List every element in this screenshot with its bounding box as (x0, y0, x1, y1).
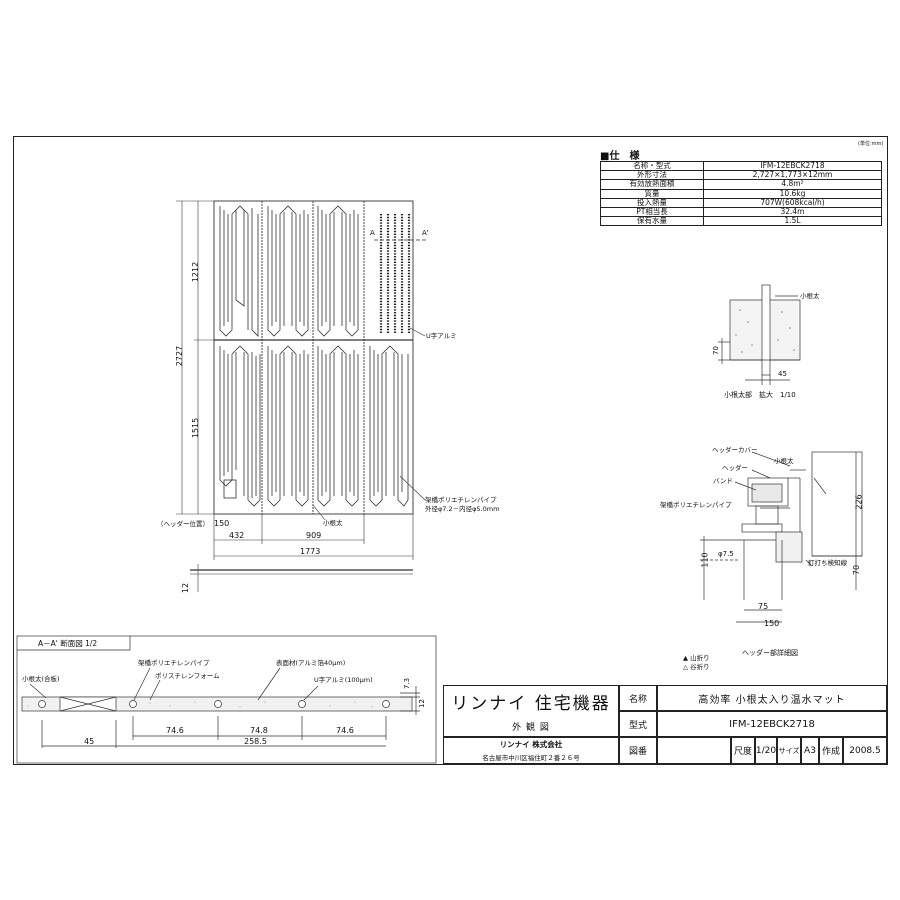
name-label: 名称 (619, 685, 657, 711)
scale-label: 尺度 (731, 737, 755, 764)
section-foam-label: ポリスチレンフォーム (155, 672, 220, 680)
pipe-label: 架橋ポリエチレンパイプ (425, 496, 497, 504)
section-dim-74-6-a: 74.6 (166, 726, 184, 735)
section-dim-45: 45 (84, 737, 95, 746)
section-pipe-label: 架橋ポリエチレンパイプ (138, 659, 210, 667)
brand-name: リンナイ 住宅機器 (451, 694, 611, 714)
section-surface-label: 表面材(アルミ箔40μm) (276, 659, 346, 667)
konedai-detail-caption: 小根太部 拡大 1/10 (724, 391, 796, 399)
concrete-dots (735, 309, 795, 353)
model-value: IFM-12EBCK2718 (657, 711, 887, 737)
pipe-diameter-label: 外径φ7.2－内径φ5.0mm (425, 505, 500, 513)
phi-label: φ7.5 (718, 550, 734, 558)
title-block: リンナイ 住宅機器 外 観 図 リンナイ 株式会社 名古屋市中川区福住町２番２６… (443, 685, 887, 764)
brand-cell: リンナイ 住宅機器 外 観 図 (443, 685, 619, 737)
section-a2-label: A' (422, 229, 429, 237)
drawing-no-value (657, 737, 731, 764)
header-box (223, 479, 237, 499)
scale-value: 1/20 (755, 737, 777, 764)
nail-sensor-label: 釘打ち検知線 (808, 559, 847, 567)
plan-dimensions (176, 200, 426, 592)
section-a-label: A (370, 229, 375, 237)
section-dim-74-6-b: 74.6 (336, 726, 354, 735)
header-konedai-label: 小根太 (774, 457, 794, 465)
mat-outline (213, 200, 414, 515)
size-value: A3 (801, 737, 819, 764)
name-value: 高効率 小根太入り温水マット (657, 685, 887, 711)
date-value: 2008.5 (843, 737, 887, 764)
drawing-kind: 外 観 図 (512, 723, 550, 733)
fold-valley-legend: △ 谷折り (683, 663, 710, 671)
band-label: バンド (713, 477, 733, 485)
header-label: ヘッダー (722, 464, 748, 472)
section-dim-258-5: 258.5 (244, 737, 267, 746)
u-alumi-label: U字アルミ (426, 332, 457, 340)
company-name: リンナイ 株式会社 (499, 740, 563, 749)
spec-heading: ■仕 様 (600, 151, 640, 162)
header-detail-caption: ヘッダー部詳細図 (742, 649, 798, 657)
drawing-no-label: 図番 (619, 737, 657, 764)
header-pipe-label: 架橋ポリエチレンパイプ (660, 501, 732, 509)
dim-432: 432 (229, 531, 245, 540)
date-label: 作成 (819, 737, 843, 764)
header-dim-150: 150 (764, 619, 780, 628)
u-alumi-columns (379, 214, 411, 334)
company-cell: リンナイ 株式会社 名古屋市中川区福住町２番２６号 (443, 737, 619, 764)
dim-150: 150 (214, 519, 230, 528)
konedai-label: 小根太 (323, 519, 343, 527)
pipe-loops-upper (219, 205, 359, 337)
konedai-dim-45: 45 (778, 370, 787, 378)
company-address: 名古屋市中川区福住町２番２６号 (482, 754, 580, 762)
konedai-detail-label: 小根太 (800, 292, 820, 300)
header-dim-75: 75 (758, 602, 769, 611)
dim-1773: 1773 (300, 547, 321, 556)
drawing-frame (13, 136, 888, 765)
dim-909: 909 (306, 531, 322, 540)
section-title: A－A' 断面図 1/2 (38, 639, 98, 648)
header-position-label: （ヘッダー位置） (157, 520, 209, 528)
model-label: 型式 (619, 711, 657, 737)
section-dim-7-3: 7.3 (403, 677, 412, 690)
unit-note: (単位:mm) (858, 141, 884, 147)
size-label: サイズ (777, 737, 801, 764)
fold-mountain-legend: ▲ 山折り (683, 654, 710, 662)
section-u-label: U字アルミ(100μm) (314, 676, 373, 684)
section-dim-12: 12 (417, 699, 426, 708)
header-cover-label: ヘッダーカバー (712, 446, 758, 454)
section-konedai-label: 小根太(合板) (22, 675, 60, 683)
section-dim-74-8: 74.8 (250, 726, 268, 735)
foam-dots (27, 701, 373, 708)
